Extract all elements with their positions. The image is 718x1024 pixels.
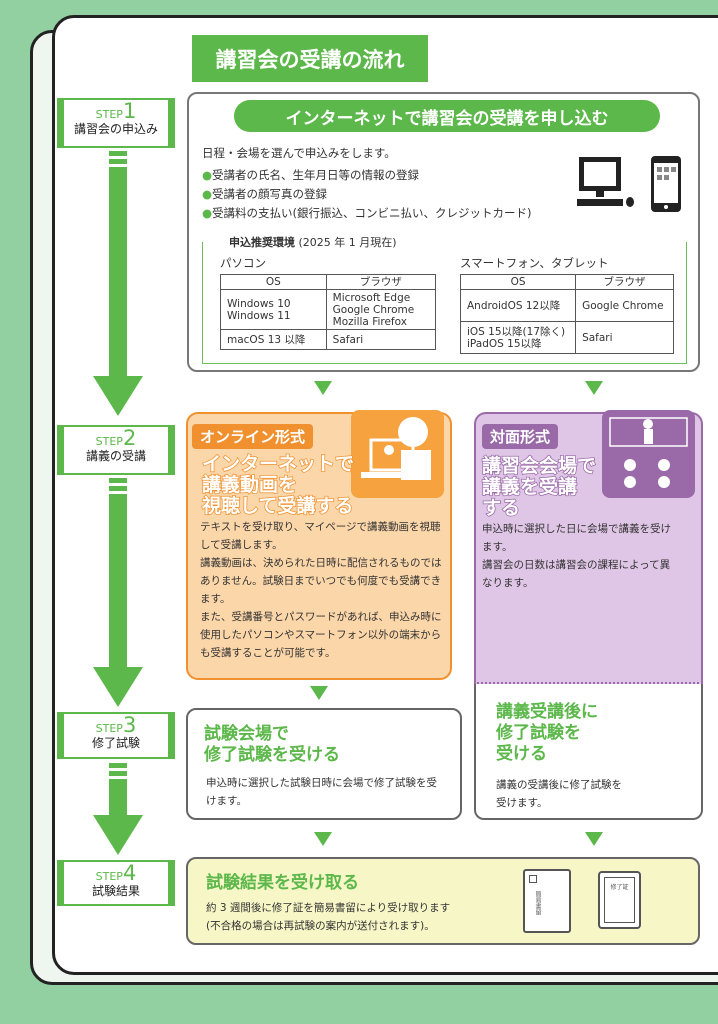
env-title: 申込推奨環境 (2025 年 1 月現在) [223,234,403,250]
step-number: 1 [122,99,137,123]
exam-venue-description: 申込時に選択した試験日時に会場で修了試験を受けます。 [206,777,437,807]
result-description: 約 3 週間後に修了証を簡易書留により受け取ります (不合格の場合は再試験の案内… [206,902,451,932]
classroom-icon [602,410,695,498]
online-description: テキストを受け取り、マイページで講義動画を視聴して受講します。 講義動画は、決め… [200,521,442,659]
bullet-text: 受講者の顔写真の登録 [212,187,328,201]
arrow-segment [109,151,127,156]
table-cell: Windows 10 Windows 11 [220,289,327,330]
online-lecture-icon [351,410,444,498]
step-number: 3 [122,713,137,737]
arrow-shaft [109,167,127,377]
step-prefix: STEP [95,722,123,735]
arrow-segment [109,159,127,164]
smartphone-icon [651,156,681,212]
certificate-text: 修了証 [604,877,635,923]
step1-heading: インターネットで講習会の受講を申し込む [234,100,660,132]
exam-venue-headline: 試験会場で 修了試験を受ける [204,724,340,765]
pc-label: パソコン [220,256,266,270]
in-person-format-panel: 対面形式 講習会会場で 講義を受講 する 申込時に選択した日に会場で講義を受けま… [474,410,703,684]
result-headline: 試験結果を受け取る [206,873,359,893]
envelope-text: 簡易書留 [534,891,541,915]
in-person-description: 申込時に選択した日に会場で講義を受けます。 講習会の日数は講習会の課程によって異… [482,523,671,589]
registered-mail-envelope-icon: 簡易書留 [523,869,571,933]
table-cell: AndroidOS 12以降 [459,289,577,322]
list-item: ●受講料の支払い(銀行振込、コンビニ払い、クレジットカード) [202,206,532,220]
step-prefix: STEP [95,870,123,883]
table-cell: Safari [325,329,437,350]
bullet-text: 受講者の氏名、生年月日等の情報の登録 [212,168,420,182]
step-number: 4 [122,861,137,885]
table-cell: Microsoft Edge Google Chrome Mozilla Fir… [325,289,437,330]
arrow-segment [109,763,127,768]
online-headline: インターネットで 講義動画を 視聴して受講する [201,453,355,518]
step-label: 試験結果 [91,884,140,899]
exam-after-lecture-panel: 講義受講後に 修了試験を 受ける 講義の受講後に修了試験を 受けます。 [474,684,703,820]
column-header: ブラウザ [325,274,437,290]
online-format-badge: オンライン形式 [192,424,314,449]
step-number: 2 [122,426,137,450]
table-cell: Google Chrome [575,289,674,322]
down-triangle-icon [585,832,603,846]
column-header: OS [459,274,577,290]
exam-after-description: 講義の受講後に修了試験を 受けます。 [496,779,622,809]
online-format-panel: オンライン形式 インターネットで 講義動画を 視聴して受講する テキストを受け取… [186,410,452,680]
in-person-format-badge: 対面形式 [482,424,559,449]
step-prefix: STEP [95,108,123,121]
list-item: ●受講者の氏名、生年月日等の情報の登録 [202,168,420,182]
table-cell: iOS 15以降(17除く) iPadOS 15以降 [459,321,577,354]
step-label: 修了試験 [91,736,140,751]
bullet-text: 受講料の支払い(銀行振込、コンビニ払い、クレジットカード) [212,206,532,220]
arrow-shaft [109,494,127,669]
in-person-headline: 講習会会場で 講義を受講 する [481,455,597,520]
list-item: ●受講者の顔写真の登録 [202,187,328,201]
mobile-label: スマートフォン、タブレット [460,256,609,270]
table-cell: macOS 13 以降 [220,329,327,350]
arrow-shaft [109,779,127,819]
arrow-segment [109,478,127,483]
step1-intro: 日程・会場を選んで申込みをします。 [202,146,396,160]
down-triangle-icon [314,832,332,846]
exam-venue-panel: 試験会場で 修了試験を受ける 申込時に選択した試験日時に会場で修了試験を受けます… [186,708,462,820]
down-arrow-icon [93,376,143,416]
down-arrow-icon [93,815,143,855]
page-title: 講習会の受講の流れ [192,35,428,82]
column-header: OS [220,274,327,290]
down-arrow-icon [93,667,143,707]
env-date: (2025 年 1 月現在) [298,236,397,249]
certificate-icon: 修了証 [598,871,641,929]
step-label: 講習会の申込み [73,122,158,137]
down-triangle-icon [314,381,332,395]
step-label: 講義の受講 [85,449,146,464]
env-title-text: 申込推奨環境 [229,236,295,249]
step1-bullet-list: ●受講者の氏名、生年月日等の情報の登録 ●受講者の顔写真の登録 ●受講料の支払い… [202,166,532,223]
step1-application-panel: インターネットで講習会の受講を申し込む 日程・会場を選んで申込みをします。 ●受… [187,92,700,372]
down-triangle-icon [585,381,603,395]
table-cell: Safari [575,321,674,354]
exam-after-headline: 講義受講後に 修了試験を 受ける [496,702,598,764]
exam-result-panel: 試験結果を受け取る 約 3 週間後に修了証を簡易書留により受け取ります (不合格… [186,857,700,945]
down-triangle-icon [310,686,328,700]
desktop-computer-icon [577,157,634,207]
arrow-segment [109,486,127,491]
arrow-segment [109,771,127,776]
step-prefix: STEP [95,435,123,448]
column-header: ブラウザ [575,274,674,290]
